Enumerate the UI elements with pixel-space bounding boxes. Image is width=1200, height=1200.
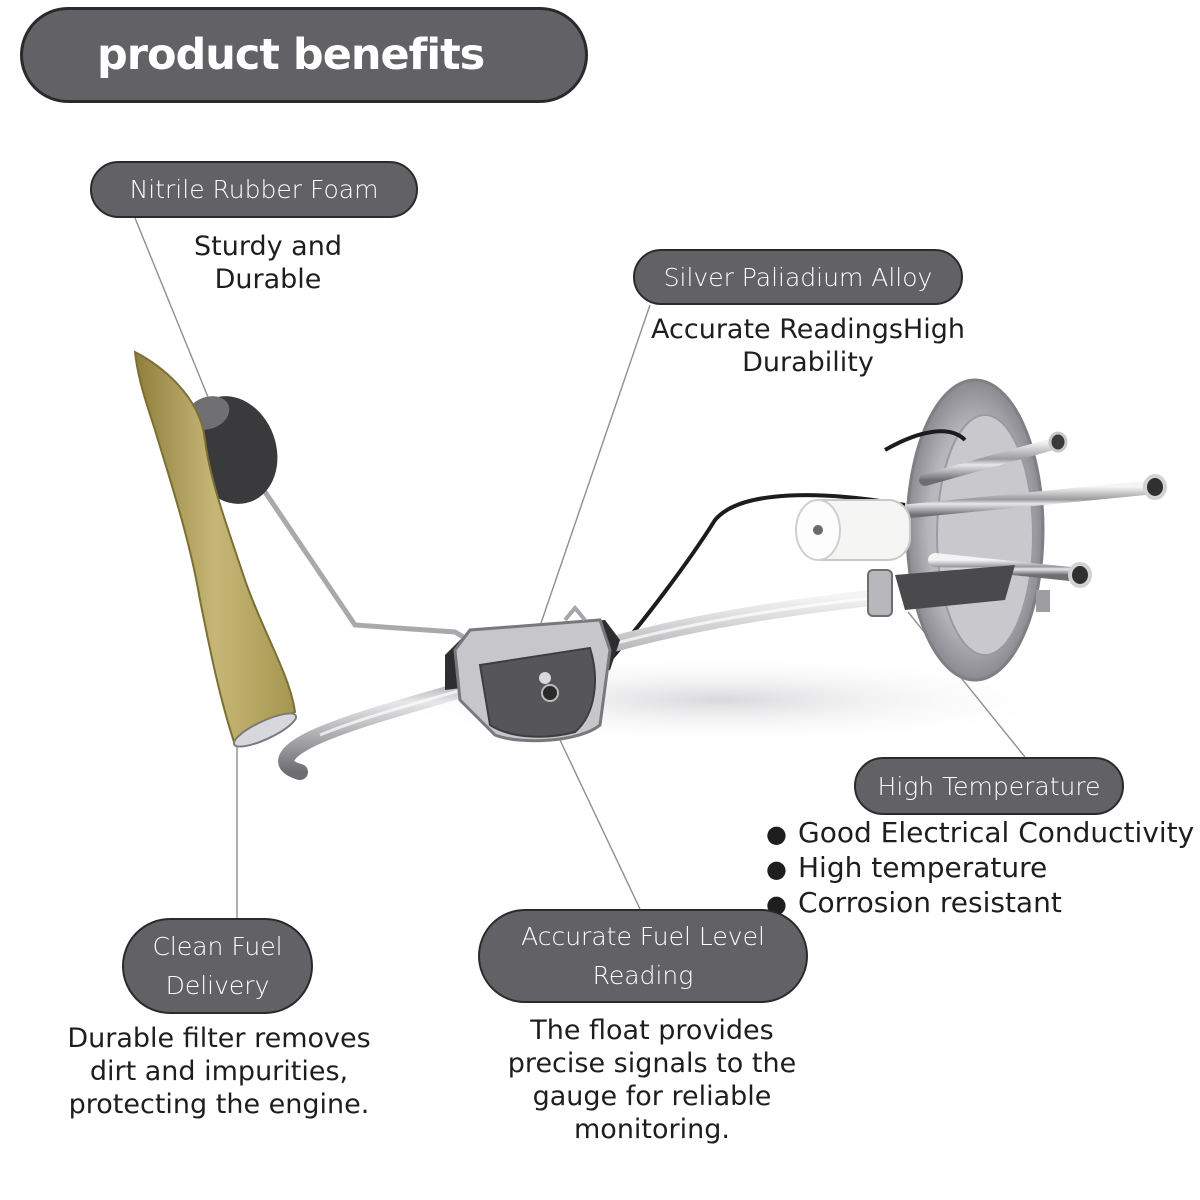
filter-sock: [133, 350, 298, 748]
silver-alloy-label: Silver Paliadium Alloy: [633, 249, 963, 305]
clean-fuel-label-line-1: Clean Fuel: [152, 932, 283, 961]
clean-desc-line-3: protecting the engine.: [68, 1089, 370, 1120]
bullet-item: ● Good Electrical Conductivity: [766, 816, 1194, 851]
nitrile-desc-line-2: Durable: [214, 264, 322, 295]
white-connector: [795, 499, 911, 561]
clean-desc-line-2: dirt and impurities,: [89, 1056, 349, 1087]
high-temperature-label: High Temperature: [854, 757, 1124, 815]
accurate-desc-line-1: The float provides: [530, 1015, 774, 1046]
nitrile-desc-line-1: Sturdy and: [194, 231, 342, 262]
silver-alloy-description: Accurate ReadingsHigh Durability: [640, 313, 976, 379]
silver-alloy-label-text: Silver Paliadium Alloy: [663, 262, 933, 292]
bullet-text: High temperature: [798, 851, 1048, 884]
bullet-item: ●Corrosion resistant: [766, 886, 1194, 921]
nitrile-foam-label-text: Nitrile Rubber Foam: [129, 175, 379, 204]
silver-desc-line-1: Accurate ReadingsHigh: [651, 314, 965, 345]
clean-fuel-label: Clean Fuel Delivery: [122, 918, 313, 1014]
high-temperature-bullet-list: ● Good Electrical Conductivity ● High temp…: [766, 816, 1194, 921]
title-banner: product benefits: [20, 7, 588, 103]
silver-desc-line-2: Durability: [742, 347, 874, 378]
flange-plate: [905, 378, 1050, 682]
tube-clamp: [867, 565, 1015, 617]
accurate-desc-line-3: gauge for reliable: [532, 1081, 772, 1112]
accurate-desc-line-4: monitoring.: [574, 1114, 730, 1145]
bullet-dot-icon: ●: [766, 855, 787, 883]
page-title: product benefits: [97, 30, 485, 80]
bullet-item: ● High temperature: [766, 851, 1194, 886]
clean-desc-line-1: Durable filter removes: [67, 1023, 371, 1054]
nitrile-foam-label: Nitrile Rubber Foam: [90, 161, 418, 218]
accurate-level-description: The float provides precise signals to th…: [488, 1014, 816, 1146]
clean-fuel-description: Durable filter removes dirt and impuriti…: [50, 1022, 388, 1121]
accurate-desc-line-2: precise signals to the: [507, 1048, 797, 1079]
accurate-label-line-1: Accurate Fuel Level: [521, 922, 765, 951]
nitrile-foam-description: Sturdy and Durable: [168, 230, 368, 296]
accurate-label-line-2: Reading: [592, 961, 694, 990]
float-arm: [237, 452, 488, 653]
bullet-dot-icon: ●: [766, 820, 787, 848]
clean-fuel-label-line-2: Delivery: [165, 971, 270, 1000]
high-temperature-label-text: High Temperature: [877, 771, 1101, 801]
sender-housing: [445, 604, 620, 743]
sender-wire: [608, 429, 967, 662]
bullet-text: Good Electrical Conductivity: [798, 816, 1195, 849]
bullet-text: Corrosion resistant: [798, 886, 1062, 919]
accurate-level-label: Accurate Fuel Level Reading: [478, 909, 808, 1003]
